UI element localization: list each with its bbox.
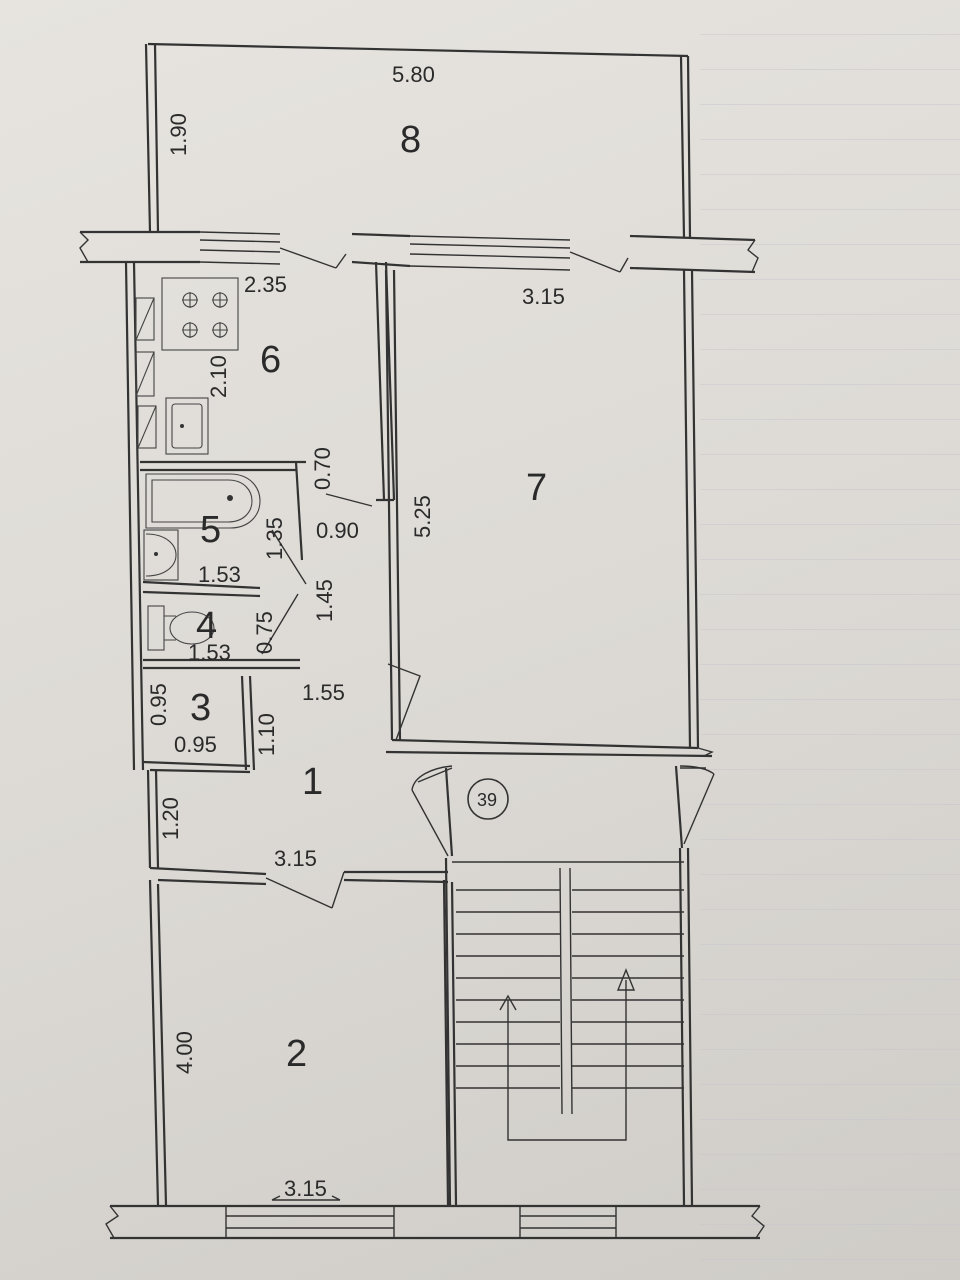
ruled-paper-edge: [700, 0, 960, 1280]
apartment-number-marker: [467, 778, 509, 820]
dim-balcony-depth: 1.90: [166, 113, 191, 156]
dim-kitchen-depth: 2.10: [206, 355, 231, 398]
dim-room2-depth: 4.00: [172, 1031, 197, 1074]
dim-room2-width: 3.15: [284, 1176, 327, 1201]
bathtub-fixture: [145, 473, 261, 529]
room-label-2: 2: [286, 1033, 307, 1075]
dim-closet-width: 0.95: [174, 732, 217, 757]
upper-exterior-wall: [79, 230, 759, 274]
room-label-1: 1: [302, 761, 323, 803]
room-label-3: 3: [190, 687, 211, 729]
staircase: [444, 847, 694, 1206]
service-rooms-walls: [124, 261, 396, 774]
stove-fixture: [161, 277, 239, 351]
dim-hall-145: 1.45: [312, 579, 337, 622]
kitchen-sink-fixture: [165, 397, 209, 455]
room-label-6: 6: [260, 339, 281, 381]
lower-exterior-wall: [105, 1195, 765, 1240]
dim-closet-110: 1.10: [254, 713, 279, 756]
washbasin-fixture: [143, 529, 179, 581]
room-label-5: 5: [200, 509, 221, 551]
dim-corridor-120: 1.20: [158, 797, 183, 840]
dim-bath-width: 1.53: [198, 562, 241, 587]
dim-balcony-width: 5.80: [392, 62, 435, 87]
room-label-7: 7: [526, 467, 547, 509]
dim-wc-width: 1.53: [188, 640, 231, 665]
dim-hall-155: 1.55: [302, 680, 345, 705]
room-7-walls: [384, 269, 714, 758]
dim-room7-width: 3.15: [522, 284, 565, 309]
room-2-walls: [148, 879, 458, 1206]
dim-closet-depth: 0.95: [146, 683, 171, 726]
toilet-fixture: [147, 605, 215, 651]
dim-room7-depth: 5.25: [410, 495, 435, 538]
balcony-outline: [144, 42, 692, 239]
dim-door-090: 0.90: [316, 518, 359, 543]
room-label-4: 4: [196, 605, 217, 647]
dim-door-070: 0.70: [310, 447, 335, 490]
room-label-8: 8: [400, 119, 421, 161]
dim-kitchen-width: 2.35: [244, 272, 287, 297]
dim-bath-135: 1.35: [262, 517, 287, 560]
dim-corridor-width: 3.15: [274, 846, 317, 871]
corridor-walls: [146, 765, 715, 909]
apartment-number: 39: [477, 790, 497, 810]
dim-wc-075: 0.75: [252, 611, 277, 654]
